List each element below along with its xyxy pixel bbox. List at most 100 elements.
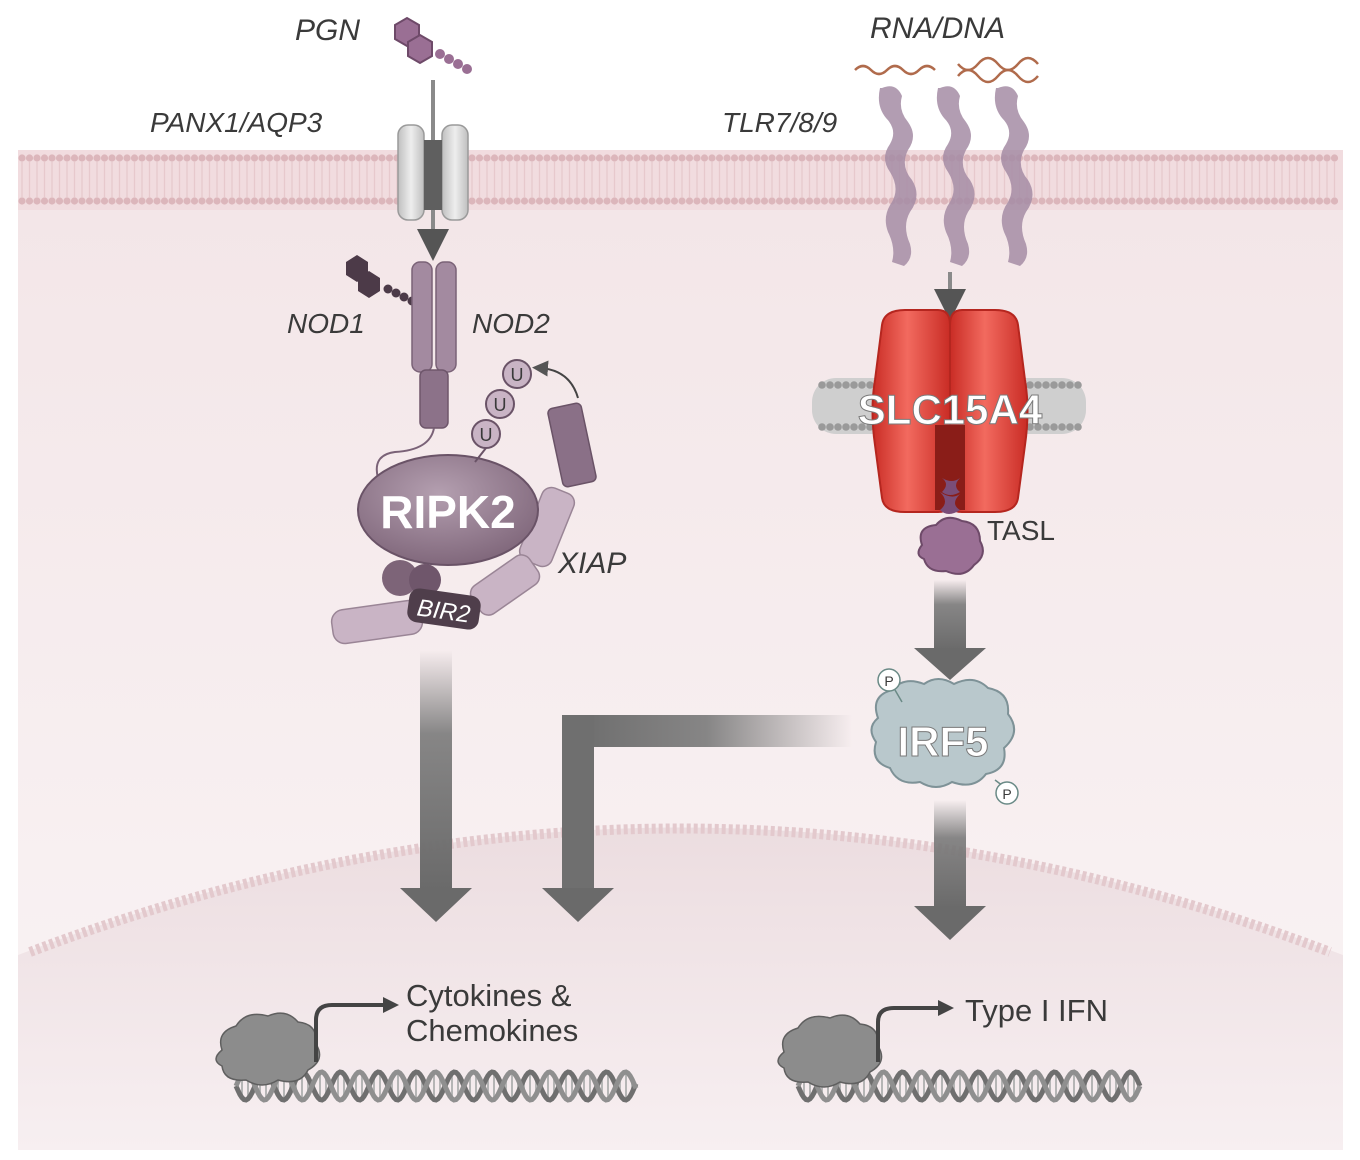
lipid-head-outer (175, 154, 184, 162)
lipid-head-outer (48, 154, 56, 162)
lipid-head-outer (790, 154, 799, 162)
lipid-head-outer (108, 154, 116, 162)
lipid-head-inner (318, 197, 326, 205)
lipid-head-inner (1075, 197, 1084, 205)
rna-strand-icon (854, 64, 936, 76)
lipid-head-outer (1068, 154, 1076, 162)
lipid-head-outer (1053, 154, 1061, 162)
lipid-head-outer (348, 154, 356, 162)
lipid-head-inner (618, 197, 626, 205)
lipid-head-outer (1218, 154, 1226, 162)
lipid-head-inner (633, 197, 641, 205)
lipid-head-inner (220, 197, 229, 205)
endo-lipid-head-inner (1042, 423, 1050, 431)
lipid-head-inner (175, 197, 184, 205)
lipid-head-outer (228, 154, 236, 162)
endo-lipid-head-outer (826, 381, 834, 389)
lipid-head-inner (1210, 197, 1219, 205)
endo-lipid-head-inner (850, 423, 858, 431)
lipid-head-outer (213, 154, 221, 162)
lipid-head-inner (1053, 197, 1061, 205)
lipid-head-inner (1173, 197, 1181, 205)
endo-lipid-head-outer (1042, 381, 1050, 389)
lipid-head-inner (528, 197, 536, 205)
lipid-head-outer (1240, 154, 1249, 162)
lipid-head-inner (48, 197, 56, 205)
lipid-head-inner (985, 197, 994, 205)
type-i-ifn-label: Type I IFN (965, 993, 1108, 1028)
lipid-head-outer (1135, 154, 1144, 162)
lipid-head-outer (775, 154, 784, 162)
lipid-head-outer (1323, 154, 1331, 162)
lipid-head-inner (1233, 197, 1241, 205)
lipid-head-outer (1225, 154, 1234, 162)
lipid-head-outer (715, 154, 724, 162)
lipid-head-outer (520, 154, 529, 162)
lipid-head-inner (663, 197, 671, 205)
lipid-head-outer (588, 154, 596, 162)
lipid-head-outer (325, 154, 334, 162)
lipid-head-outer (708, 154, 716, 162)
endo-lipid-head-outer (834, 381, 842, 389)
lipid-head-outer (1203, 154, 1211, 162)
transcription-complex-left (215, 1012, 321, 1086)
lipid-head-outer (85, 154, 94, 162)
lipid-head-inner (850, 197, 859, 205)
lipid-head-inner (490, 197, 499, 205)
lipid-head-inner (1045, 197, 1054, 205)
lipid-head-inner (78, 197, 86, 205)
lipid-head-inner (708, 197, 716, 205)
lipid-head-outer (1263, 154, 1271, 162)
lipid-head-inner (130, 197, 139, 205)
lipid-head-inner (303, 197, 311, 205)
lipid-head-inner (333, 197, 341, 205)
lipid-head-outer (505, 154, 514, 162)
lipid-head-outer (618, 154, 626, 162)
lipid-head-outer (93, 154, 101, 162)
lipid-head-outer (933, 154, 941, 162)
lipid-head-outer (723, 154, 731, 162)
lipid-head-outer (1255, 154, 1264, 162)
lipid-head-inner (1060, 197, 1069, 205)
endo-lipid-head-inner (818, 423, 826, 431)
lipid-head-inner (715, 197, 724, 205)
lipid-head-inner (565, 197, 574, 205)
lipid-head-inner (1083, 197, 1091, 205)
lipid-head-inner (1143, 197, 1151, 205)
lipid-head-outer (63, 154, 71, 162)
lipid-head-inner (33, 197, 41, 205)
lipid-head-inner (753, 197, 761, 205)
lipid-head-outer (873, 154, 881, 162)
lipid-head-inner (93, 197, 101, 205)
lipid-head-inner (978, 197, 986, 205)
lipid-head-outer (190, 154, 199, 162)
tasl-protein (917, 478, 984, 575)
lipid-head-outer (1023, 154, 1031, 162)
lipid-head-inner (580, 197, 589, 205)
lipid-head-outer (1038, 154, 1046, 162)
lipid-head-outer (580, 154, 589, 162)
endo-lipid-head-outer (866, 381, 874, 389)
lipid-head-inner (243, 197, 251, 205)
endo-lipid-head-inner (1050, 423, 1058, 431)
lipid-head-outer (1330, 154, 1339, 162)
endo-lipid-head-inner (1074, 423, 1082, 431)
lipid-head-inner (385, 197, 394, 205)
lipid-head-inner (543, 197, 551, 205)
lipid-head-inner (498, 197, 506, 205)
nuclear-envelope (28, 823, 1332, 957)
endo-lipid-head-inner (1034, 423, 1042, 431)
lipid-head-inner (1188, 197, 1196, 205)
lipid-head-outer (25, 154, 34, 162)
lipid-head-inner (828, 197, 836, 205)
endo-lipid-head-outer (1034, 381, 1042, 389)
lipid-head-outer (693, 154, 701, 162)
lipid-head-outer (498, 154, 506, 162)
lipid-head-inner (100, 197, 109, 205)
lipid-head-outer (813, 154, 821, 162)
lipid-head-inner (198, 197, 206, 205)
ubiquitin-1-label: U (480, 425, 493, 445)
endo-lipid-head-outer (1058, 381, 1066, 389)
lipid-head-inner (250, 197, 259, 205)
